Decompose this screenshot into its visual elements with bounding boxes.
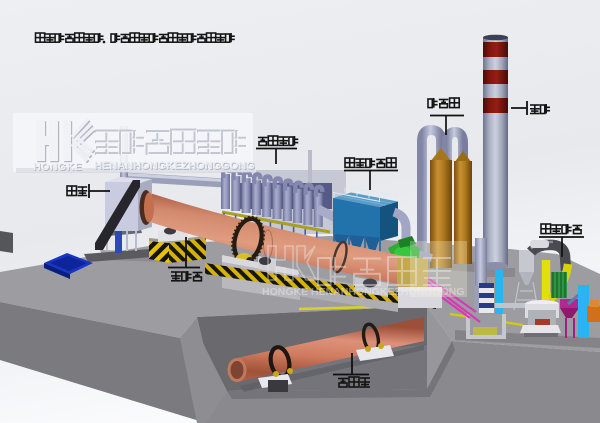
svg-text:HONGKE: HONGKE (34, 162, 83, 174)
svg-text:HONGKE: HONGKE (33, 161, 82, 173)
svg-text:HENANHONGKEZHONGGONG: HENANHONGKEZHONGGONG (95, 161, 256, 173)
svg-text:HENANHONGKEZHONGGONG: HENANHONGKEZHONGGONG (94, 160, 255, 172)
svg-text:HONGKE HENANHONGKEZHONGGONG: HONGKE HENANHONGKEZHONGGONG (262, 286, 464, 298)
